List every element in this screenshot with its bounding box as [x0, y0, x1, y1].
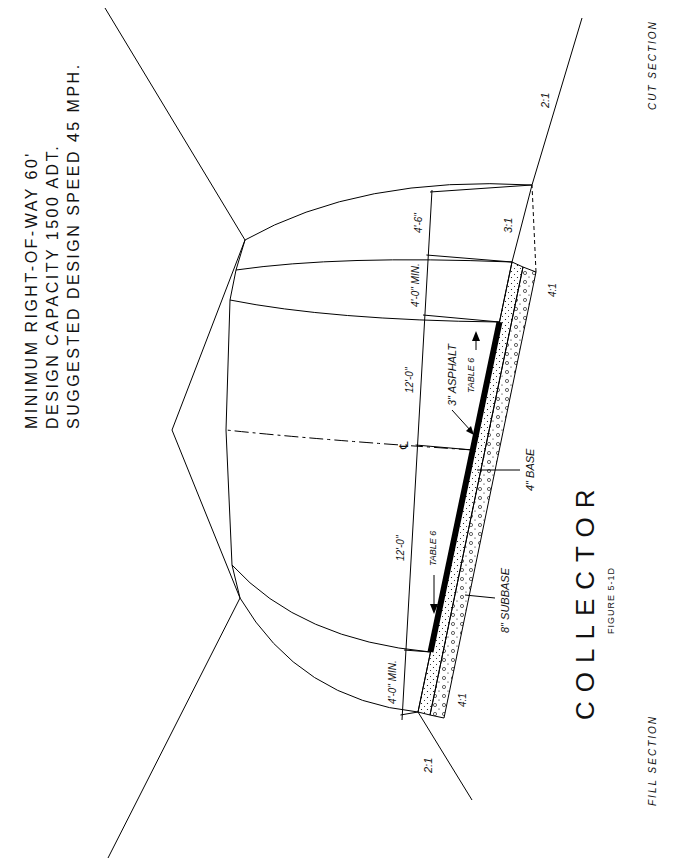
leader-line	[465, 595, 495, 598]
dimension-label: 4'-0" MIN.	[387, 659, 398, 705]
leader-line	[477, 470, 520, 471]
slope-ratio: 4:1	[547, 282, 558, 298]
perspective-curve	[245, 184, 532, 240]
arrowhead	[466, 426, 474, 435]
design-note: DESIGN CAPACITY 1500 ADT.	[44, 143, 62, 430]
extension-line	[423, 315, 500, 322]
arrowhead	[430, 604, 438, 614]
perspective-curve	[240, 598, 418, 712]
section-label: CUT SECTION	[647, 19, 658, 111]
extension-line	[400, 712, 418, 715]
subbase-layer	[430, 267, 536, 718]
arrowhead	[472, 331, 480, 341]
ditch-line	[532, 185, 536, 272]
slope-ratio: 2:1	[422, 756, 434, 773]
extension-line	[404, 650, 431, 652]
leader-line	[452, 410, 471, 431]
finished-grade	[418, 262, 512, 712]
design-note: MINIMUM RIGHT-OF-WAY 60'	[23, 150, 41, 430]
terrain-line	[105, 8, 245, 858]
centerline-symbol: ℄	[398, 440, 411, 450]
figure-number: FIGURE 5-1D	[607, 565, 617, 634]
dimension-label: 4'-0" MIN.	[410, 262, 421, 308]
slope-ratio: 2:1	[539, 91, 551, 108]
dimension-label: 12'-0"	[404, 366, 415, 393]
base-layer	[418, 262, 523, 715]
foreslope	[512, 185, 532, 262]
extension-line	[430, 185, 532, 192]
asphalt-surface	[431, 322, 500, 652]
figure-title: COLLECTOR	[571, 479, 600, 720]
perspective-curve	[230, 300, 500, 322]
cut-backslope	[532, 18, 582, 185]
layer-label: 4" BASE	[524, 448, 536, 492]
slope-ratio: 3:1	[502, 216, 514, 233]
slope-arrow	[434, 575, 435, 606]
slope-note: TABLE 6	[467, 356, 477, 393]
dimension-line	[402, 190, 432, 720]
dimension-label: 12'-0"	[395, 534, 406, 561]
slope-ratio: 4:1	[457, 692, 468, 708]
perspective-curve	[236, 260, 512, 270]
perspective-curve	[232, 565, 431, 652]
far-road-outline	[226, 240, 245, 598]
section-label: FILL SECTION	[647, 713, 658, 806]
centerline-curve	[226, 430, 473, 450]
extension-line	[426, 255, 512, 262]
layer-label: 8" SUBBASE	[499, 566, 511, 633]
dimension-label: 4'-6"	[413, 212, 424, 234]
extension-line	[416, 445, 473, 450]
design-note: SUGGESTED DESIGN SPEED 45 MPH.	[65, 61, 83, 430]
fill-slope	[418, 712, 472, 800]
slope-note: TABLE 6	[429, 529, 439, 566]
layer-label: 3" ASPHALT	[446, 343, 458, 407]
